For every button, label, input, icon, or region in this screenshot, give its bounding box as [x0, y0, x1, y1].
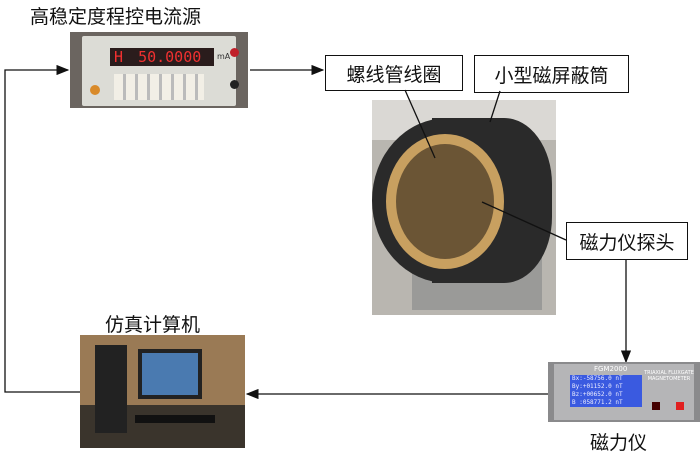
- shield-label: 小型磁屏蔽筒: [474, 55, 629, 93]
- computer-label: 仿真计算机: [105, 314, 201, 336]
- reading-bx: Bx:-58756.0 nT: [572, 375, 623, 382]
- computer-photo: [80, 335, 245, 448]
- probe-label: 磁力仪探头: [566, 222, 688, 260]
- model-name: FGM2000: [594, 365, 628, 373]
- solenoid-label: 螺线管线圈: [325, 55, 463, 91]
- current-source-photo: H 50.0000 mA: [70, 32, 248, 108]
- reading-bz: Bz:+00652.0 nT: [572, 391, 623, 398]
- display-unit: mA: [217, 52, 231, 61]
- magnetometer-photo: FGM2000 Bx:-58756.0 nT By:+01152.0 nT Bz…: [548, 362, 700, 422]
- coil-photo: [372, 100, 556, 315]
- device-title: TRIAXIAL FLUXGATE MAGNETOMETER: [644, 370, 694, 382]
- current-source-label: 高稳定度程控电流源: [30, 6, 202, 28]
- display-mode: H: [114, 48, 124, 66]
- display-value: 50.0000: [138, 48, 202, 66]
- reading-by: By:+01152.0 nT: [572, 383, 623, 390]
- reading-b: B :058771.2 nT: [572, 399, 623, 406]
- arrow-computer-to-source: [4, 64, 80, 393]
- magnetometer-label: 磁力仪: [590, 432, 648, 454]
